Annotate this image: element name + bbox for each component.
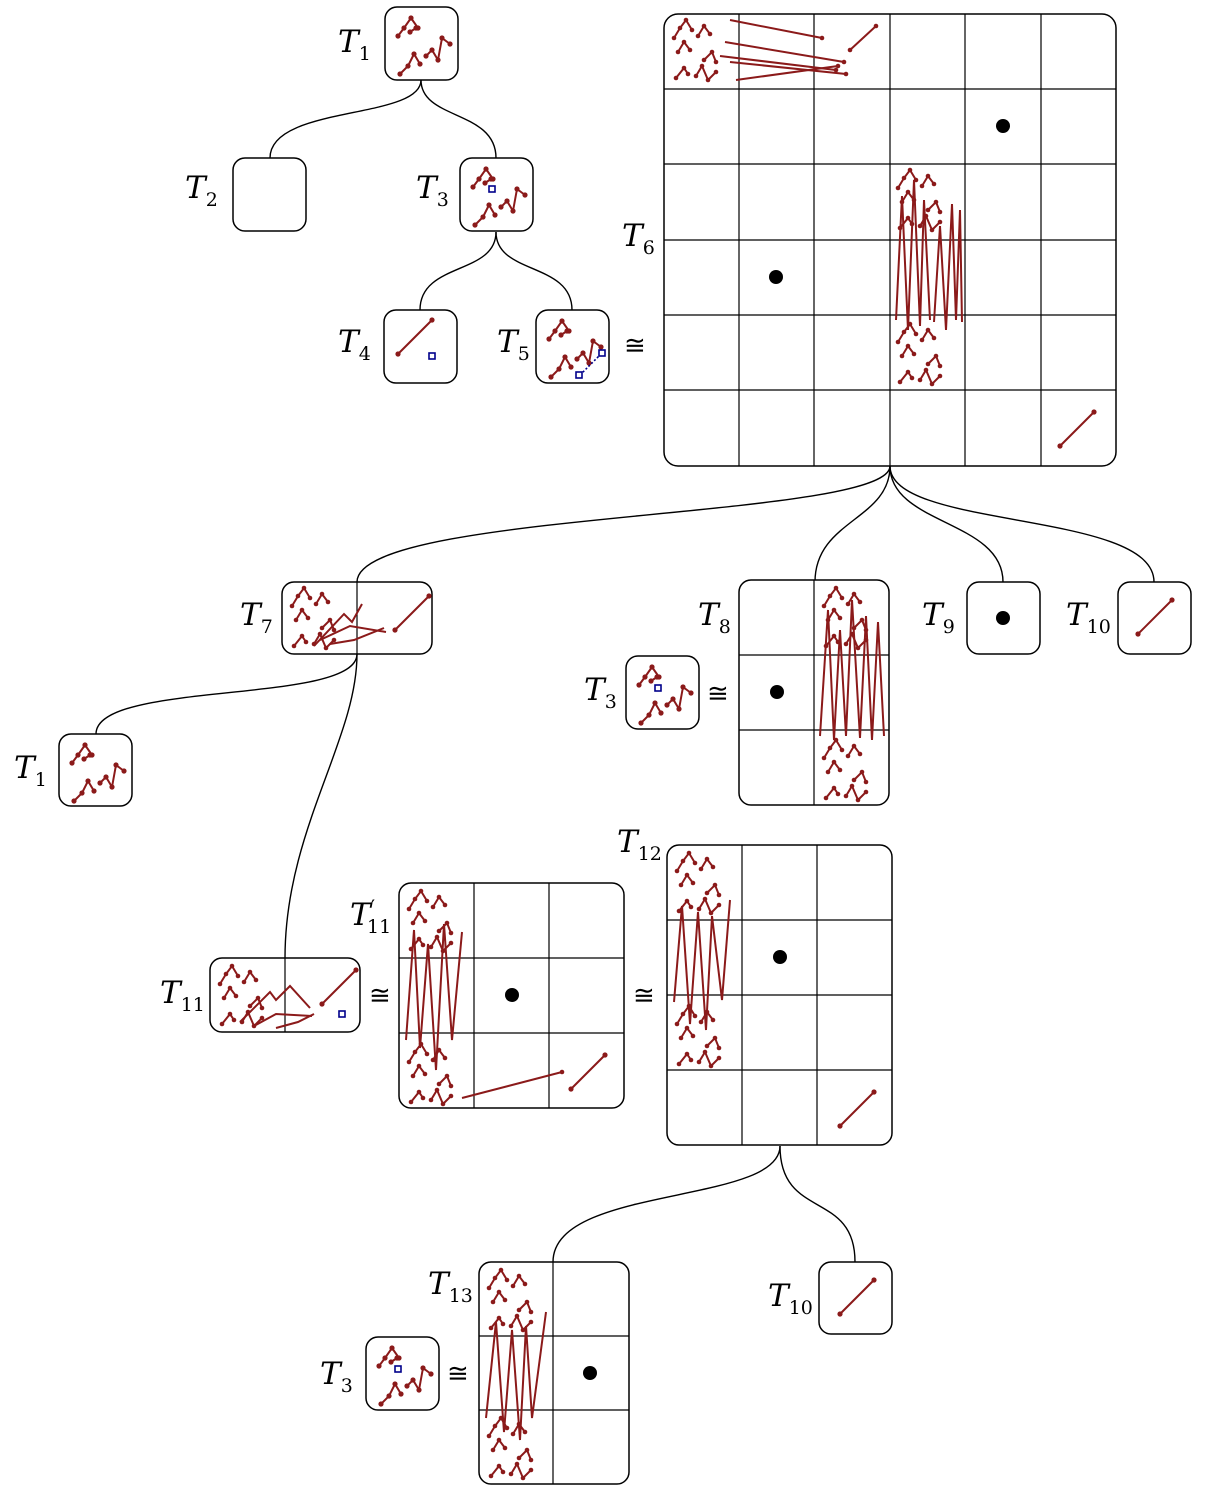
point-dot: [996, 119, 1010, 133]
node-label: T10: [1066, 597, 1111, 638]
node-t1[interactable]: T1: [338, 6, 459, 81]
node-t1-copy[interactable]: T1: [14, 733, 133, 807]
insertion-marker: [488, 185, 496, 193]
congruence-symbol: ≅: [633, 981, 655, 1011]
edge-t6-t9: [889, 465, 1004, 583]
edge-t6-t7: [356, 465, 891, 583]
node-t5[interactable]: T5 ≅: [497, 309, 646, 384]
edge-t7-t1: [95, 653, 358, 735]
node-label: T′11: [350, 896, 391, 938]
edge-t3-t5: [495, 231, 573, 311]
node-t4[interactable]: T4: [338, 309, 458, 384]
point-dot: [505, 988, 519, 1002]
node-label: T3: [320, 1356, 353, 1397]
point-dot: [583, 1366, 597, 1380]
congruence-symbol: ≅: [624, 331, 646, 361]
node-frame: [365, 1336, 440, 1411]
node-label: T1: [338, 24, 371, 65]
node-frame: [383, 309, 458, 384]
insertion-marker: [598, 349, 606, 357]
edge-t12-t10: [779, 1145, 856, 1263]
node-frame: [384, 6, 459, 81]
node-label: T7: [240, 597, 273, 638]
congruence-symbol: ≅: [447, 1359, 469, 1389]
node-label: T10: [768, 1278, 813, 1319]
congruence-symbol: ≅: [707, 679, 729, 709]
node-t2[interactable]: T2: [185, 157, 307, 232]
node-t8[interactable]: T8: [698, 579, 890, 806]
node-t3-copy[interactable]: T3 ≅: [584, 655, 729, 730]
node-t11[interactable]: T11 ≅: [160, 957, 391, 1033]
point-dot: [770, 685, 784, 699]
node-t13[interactable]: T13: [428, 1261, 630, 1485]
grid-lines: [664, 14, 1116, 466]
point-dot: [769, 270, 783, 284]
node-label: T1: [14, 750, 47, 791]
edge-t3-t4: [419, 231, 497, 311]
insertion-marker: [394, 1365, 402, 1373]
node-t11-prime[interactable]: T′11 ≅: [350, 882, 655, 1109]
edge-t1-t2: [269, 79, 422, 159]
node-label: T5: [497, 324, 530, 365]
node-t9[interactable]: T9: [922, 581, 1041, 655]
node-t3[interactable]: T3: [416, 157, 534, 232]
edge-t1-t3: [420, 79, 497, 159]
node-label: T13: [428, 1266, 473, 1307]
insertion-marker: [338, 1010, 346, 1018]
node-label: T2: [185, 170, 218, 211]
node-t3-copy2[interactable]: T3 ≅: [320, 1336, 469, 1411]
tree-edges: [95, 79, 1155, 1263]
node-frame: [459, 157, 534, 232]
node-label: T11: [160, 975, 205, 1016]
node-frame: [535, 309, 610, 384]
node-t7[interactable]: T7: [240, 581, 433, 655]
cross-cell-links: [719, 19, 877, 81]
node-t6[interactable]: T6: [622, 13, 1117, 467]
node-t10-copy[interactable]: T10: [768, 1261, 893, 1335]
node-frame: [232, 157, 307, 232]
congruence-symbol: ≅: [369, 981, 391, 1011]
point-dot: [996, 611, 1010, 625]
edge-t12-t13: [552, 1145, 781, 1263]
node-label: T6: [622, 218, 655, 259]
node-label: T9: [922, 597, 955, 638]
insertion-marker: [575, 371, 583, 379]
node-label: T3: [416, 170, 449, 211]
node-t10[interactable]: T10: [1066, 581, 1192, 655]
node-label: T4: [338, 324, 371, 365]
node-label: T3: [584, 672, 617, 713]
point-dot: [773, 950, 787, 964]
insertion-marker: [428, 352, 436, 360]
node-label: T8: [698, 597, 731, 638]
edge-t6-t10: [889, 465, 1155, 583]
node-t12[interactable]: T12: [617, 824, 893, 1146]
node-frame: [625, 655, 700, 730]
vertical-links: [895, 179, 963, 331]
edge-t7-t11: [284, 653, 358, 959]
insertion-marker: [654, 684, 662, 692]
node-label: T12: [617, 824, 662, 865]
edge-t6-t8: [814, 465, 891, 583]
